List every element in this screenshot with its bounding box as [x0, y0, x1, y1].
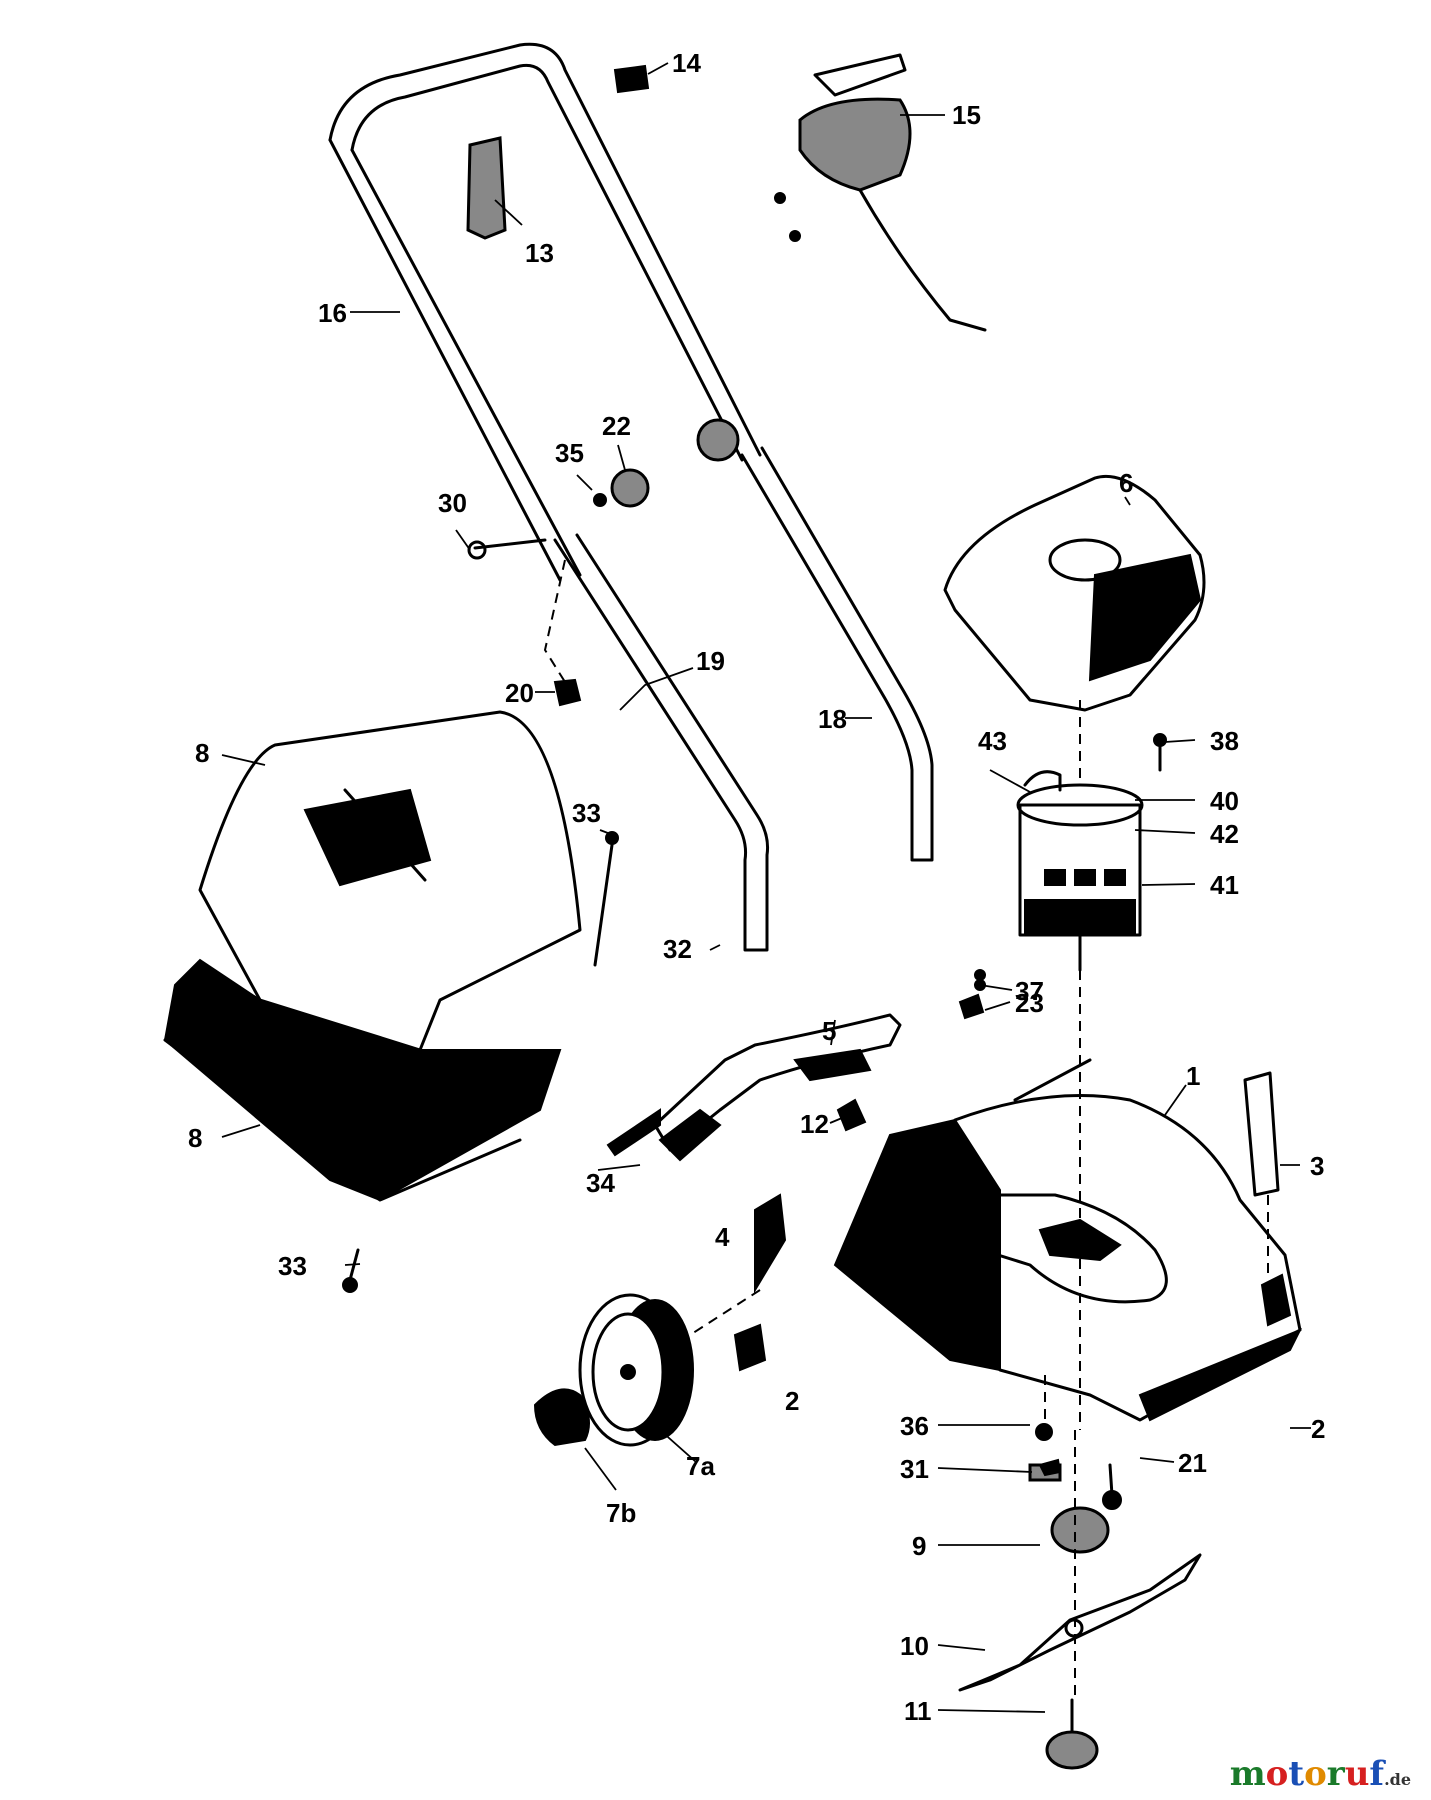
callout-2-left: 2 [785, 1386, 799, 1416]
callout-22: 22 [602, 411, 631, 441]
callout-41: 41 [1210, 870, 1239, 900]
watermark-letter: f [1369, 1754, 1385, 1794]
motor [1016, 770, 1144, 972]
callout-43: 43 [978, 726, 1007, 756]
watermark-letter: o [1265, 1754, 1289, 1794]
callout-16: 16 [318, 298, 347, 328]
watermark-letter: o [1304, 1754, 1327, 1794]
callout-7a: 7a [686, 1451, 715, 1481]
callout-9: 9 [912, 1531, 926, 1561]
callout-3: 3 [1310, 1151, 1324, 1181]
callout-1: 1 [1186, 1061, 1200, 1091]
watermark-letter: u [1344, 1754, 1370, 1794]
watermark-letter: m [1229, 1754, 1266, 1794]
watermark-letter: r [1326, 1754, 1345, 1794]
callout-8-top: 8 [195, 738, 209, 768]
mower-deck [833, 1094, 1303, 1422]
cable-clip-top [613, 64, 650, 94]
callout-11: 11 [904, 1696, 932, 1726]
callout-40: 40 [1210, 786, 1239, 816]
callout-leaders [221, 62, 1311, 1713]
callout-7b: 7b [606, 1498, 636, 1528]
callout-14: 14 [672, 48, 701, 78]
callout-13: 13 [525, 238, 554, 268]
callout-21: 21 [1178, 1448, 1207, 1478]
callout-4: 4 [715, 1222, 730, 1252]
callout-30: 30 [438, 488, 467, 518]
callout-10: 10 [900, 1631, 929, 1661]
assembly-axes [689, 700, 1269, 1700]
grass-box-body [163, 958, 562, 1202]
wheel-holders [733, 1071, 1292, 1372]
rear-flap [653, 1013, 902, 1162]
callout-33-bottom: 33 [278, 1251, 307, 1281]
hub-cap-7b [533, 1388, 590, 1447]
lower-handle-left [553, 533, 769, 952]
height-adjust [606, 979, 1092, 1157]
callout-34: 34 [586, 1168, 615, 1198]
watermark-letter: t [1288, 1754, 1305, 1794]
handle-clip [466, 136, 507, 240]
lower-handle-right [740, 446, 934, 862]
callout-35: 35 [555, 438, 584, 468]
callout-33-top: 33 [572, 798, 601, 828]
motor-screws [974, 733, 1167, 981]
handle-knob [467, 418, 740, 560]
nut-20 [543, 559, 582, 707]
callout-2-right: 2 [1311, 1414, 1325, 1444]
callout-31: 31 [900, 1454, 929, 1484]
callout-labels: 1 2 2 3 4 5 6 7a 7b 8 8 9 10 11 12 13 14… [188, 48, 1325, 1726]
callout-12: 12 [800, 1109, 829, 1139]
motor-cover [943, 474, 1206, 712]
watermark: motoruf.de [1230, 1754, 1411, 1794]
blade-stack [958, 1423, 1202, 1770]
switch-box [774, 53, 987, 332]
callout-38: 38 [1210, 726, 1239, 756]
grass-box-lid [198, 710, 582, 1052]
callout-42: 42 [1210, 819, 1239, 849]
callout-19: 19 [696, 646, 725, 676]
callout-18: 18 [818, 704, 847, 734]
callout-5: 5 [822, 1016, 836, 1046]
callout-37: 37 [1015, 976, 1044, 1006]
callout-20: 20 [505, 678, 534, 708]
callout-8-bottom: 8 [188, 1123, 202, 1153]
callout-32: 32 [663, 934, 692, 964]
callout-15: 15 [952, 100, 981, 130]
watermark-suffix: .de [1384, 1770, 1411, 1789]
wheel-7a [578, 1293, 694, 1447]
upper-handle [328, 42, 762, 582]
callout-23: 23 [1015, 988, 1044, 1018]
callout-36: 36 [900, 1411, 929, 1441]
callout-6: 6 [1119, 468, 1133, 498]
